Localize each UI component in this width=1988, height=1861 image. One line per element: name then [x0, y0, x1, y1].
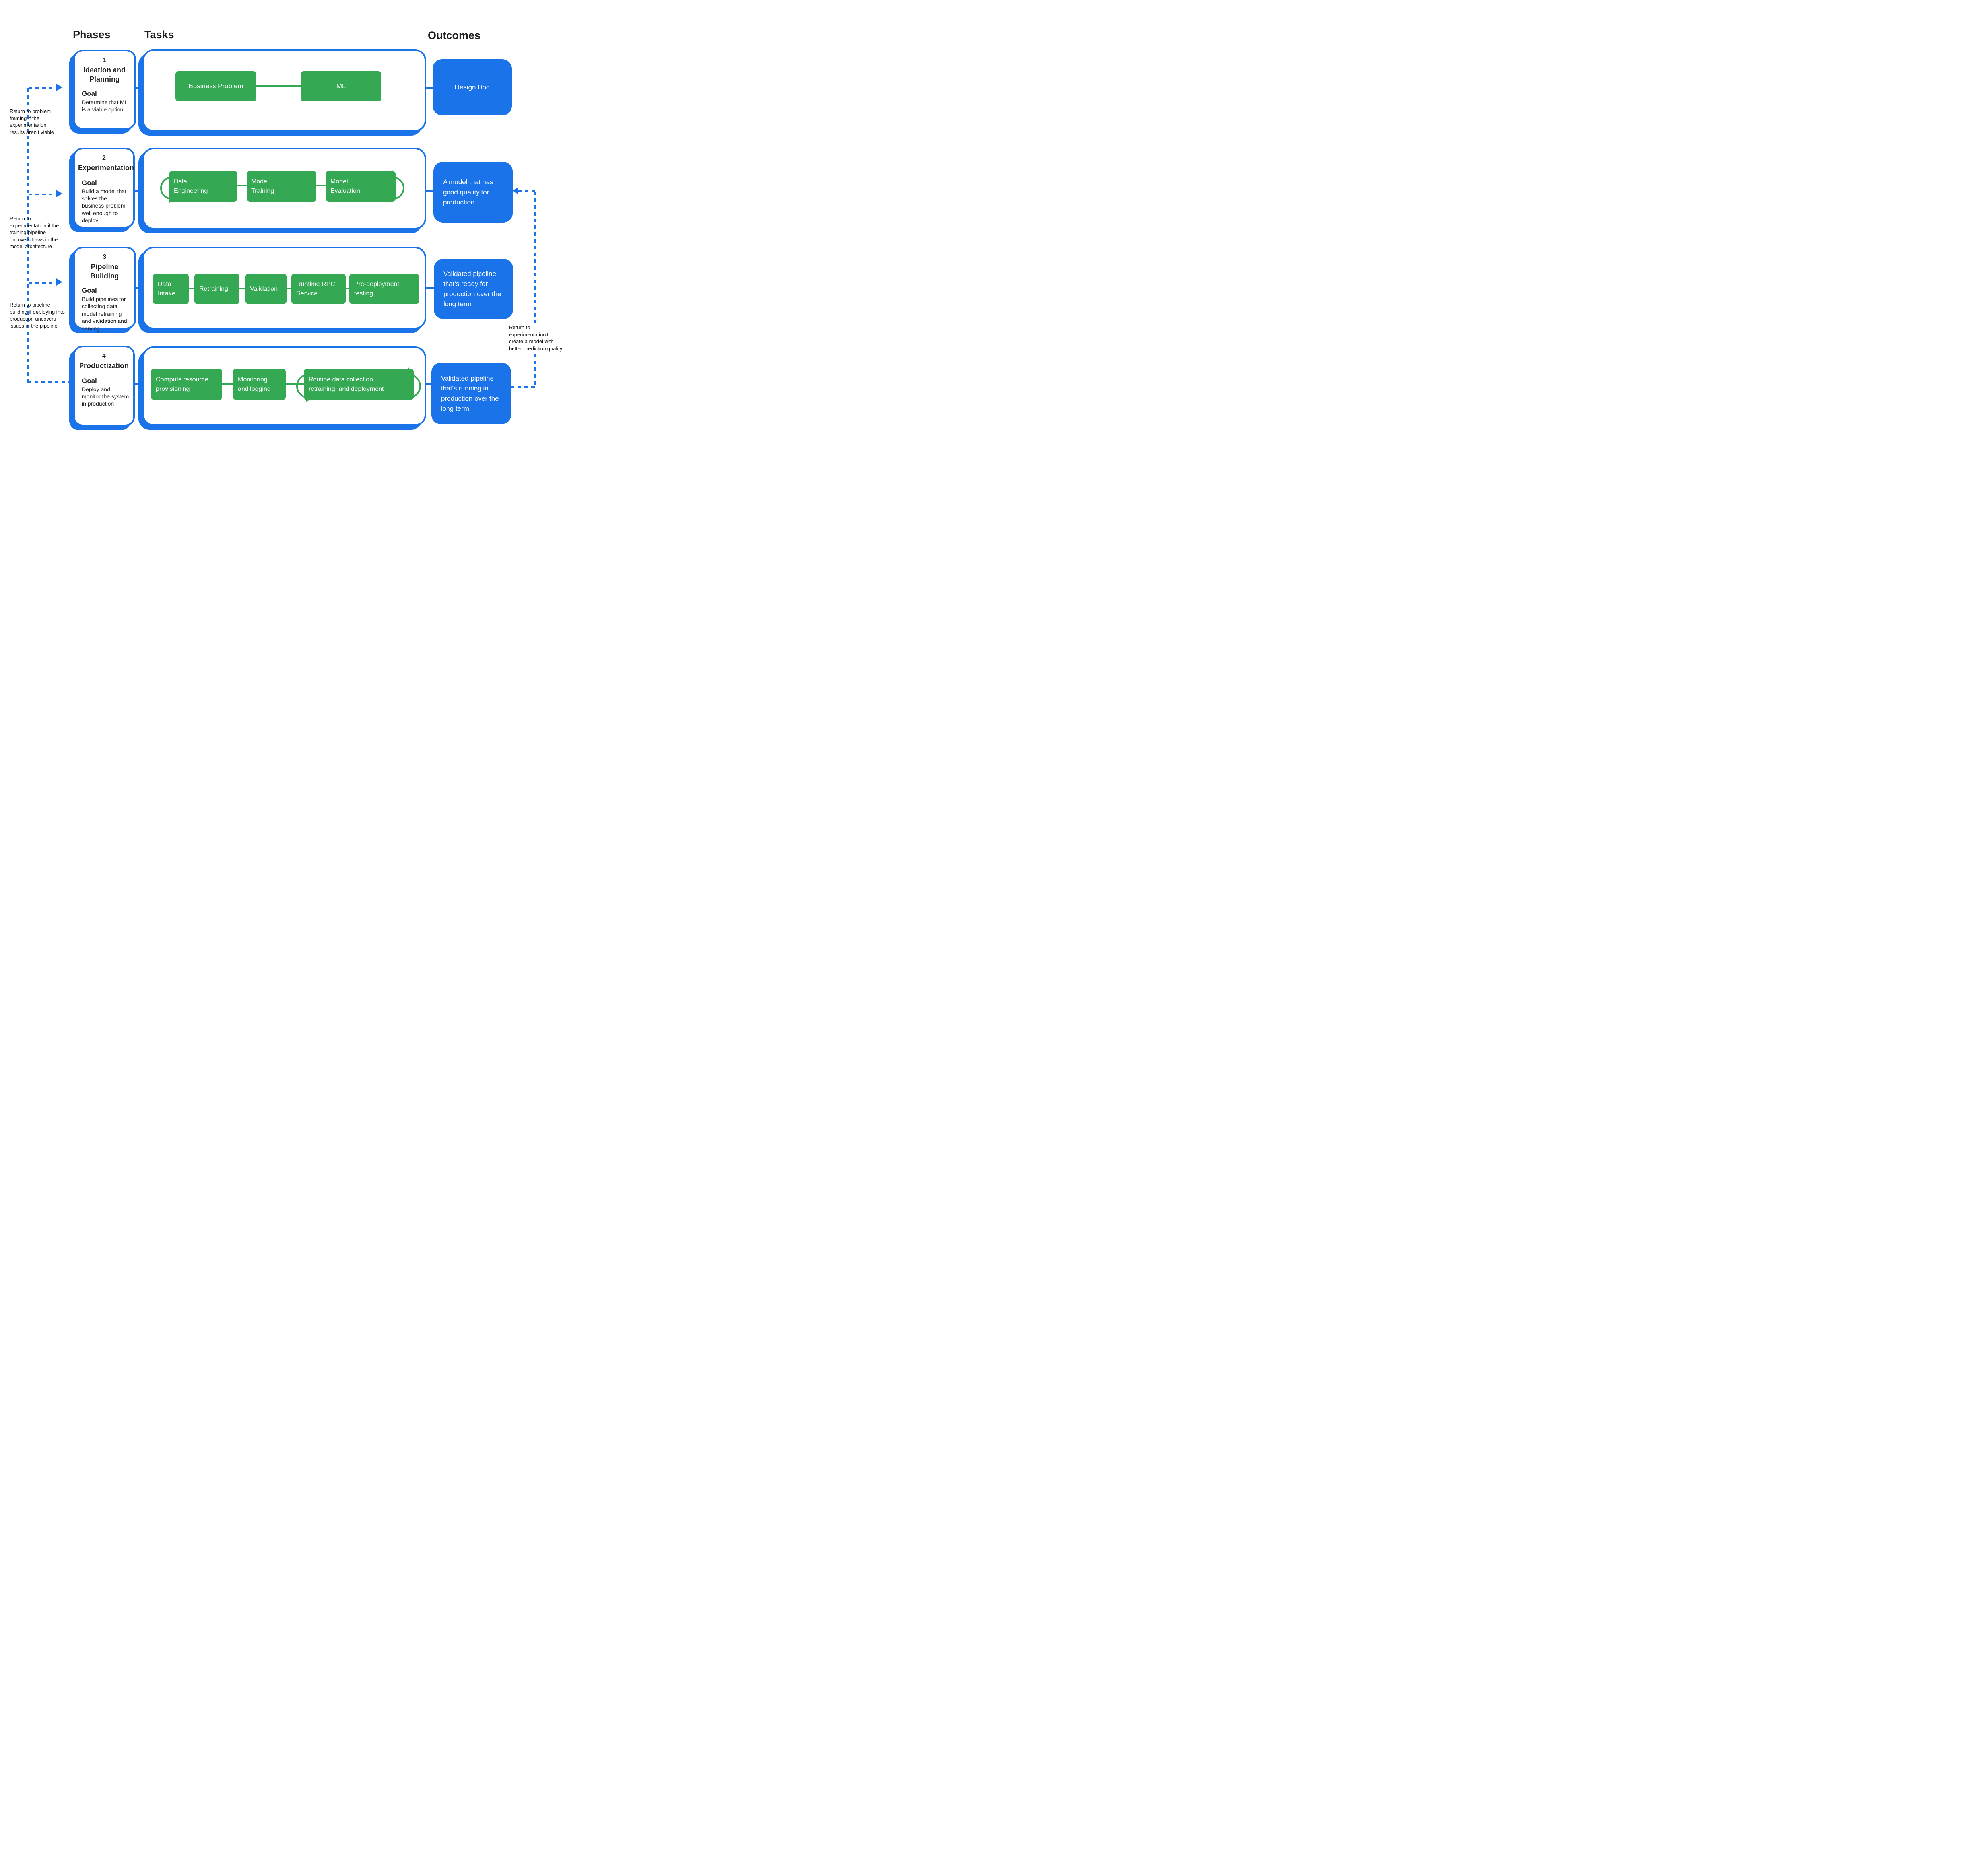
task-runtime-rpc-service: Runtime RPC Service [291, 274, 346, 304]
phase-box-pipeline-building: 3 Pipeline Building Goal Build pipelines… [73, 247, 136, 332]
task-monitoring-logging: Monitoring and logging [233, 369, 286, 400]
outcome-label: Validated pipeline that’s running in pro… [441, 374, 499, 413]
outcome-label: A model that has good quality for produc… [443, 178, 493, 206]
task-pre-deployment-testing: Pre-deployment testing [349, 274, 419, 304]
task-ml: ML [301, 71, 381, 101]
connector-data-eng-model-training [237, 185, 247, 186]
column-header-phases: Phases [73, 29, 111, 41]
task-label: Model Training [251, 178, 274, 194]
return-arrow-to-phase2 [56, 190, 62, 197]
return-arrow-to-phase1 [56, 84, 62, 91]
task-label: Pre-deployment testing [354, 281, 399, 297]
goal-label: Goal [82, 287, 97, 294]
column-header-tasks: Tasks [144, 29, 174, 41]
connector-tasks2-outcome [426, 190, 433, 192]
outcome-label: Design Doc [454, 83, 490, 91]
outcome-label: Validated pipeline that’s ready for prod… [443, 270, 501, 308]
return-line-to-outcome2 [518, 190, 536, 192]
goal-text: Deploy and monitor the system in product… [82, 386, 129, 407]
phase-number: 1 [103, 57, 107, 64]
connector-tasks3-outcome [426, 287, 434, 289]
connector-tasks4-outcome [426, 383, 431, 385]
note-return-problem-framing: Return to problem framing if the experim… [10, 108, 54, 135]
task-validation: Validation [245, 274, 287, 304]
phase-box-experimentation: 2 Experimentation Goal Build a model tha… [73, 148, 135, 228]
note-return-pipeline-building: Return to pipeline building if deploying… [10, 302, 65, 329]
return-line-to-phase1 [29, 87, 56, 89]
phase-number: 4 [102, 353, 106, 359]
return-arrow-to-outcome2 [513, 187, 518, 194]
phase-title: Ideation and Planning [83, 66, 126, 83]
connector-r3-4 [346, 288, 349, 289]
task-label: ML [336, 82, 346, 90]
task-label: Business Problem [188, 82, 243, 90]
task-label: Validation [250, 285, 278, 292]
task-compute-resource-provisioning: Compute resource provisioning [151, 369, 222, 400]
task-model-evaluation: Model Evaluation [326, 171, 396, 202]
task-model-training: Model Training [247, 171, 316, 202]
outcome-design-doc: Design Doc [433, 59, 512, 115]
note-return-experimentation-left: Return to experimentation if the trainin… [10, 216, 59, 250]
connector-r3-2 [239, 288, 245, 289]
connector-phase3-tasks [136, 287, 142, 289]
phase-number: 2 [102, 155, 106, 161]
return-line-to-phase3 [29, 282, 56, 284]
outcome-model-good-quality: A model that has good quality for produc… [433, 162, 513, 223]
outcome-validated-pipeline-ready: Validated pipeline that’s ready for prod… [434, 259, 513, 319]
task-routine-collection-retraining-deployment: Routine data collection, retraining, and… [304, 369, 414, 400]
phase-number: 3 [103, 254, 107, 260]
task-data-engineering: Data Engineering [169, 171, 237, 202]
task-label: Model Evaluation [330, 178, 360, 194]
connector-phase4-tasks [135, 383, 142, 385]
goal-label: Goal [82, 377, 97, 385]
task-label: Monitoring and logging [238, 376, 271, 392]
phase-title: Productization [79, 362, 129, 370]
goal-label: Goal [82, 90, 97, 97]
return-line-left-vertical [27, 88, 29, 383]
note-return-experimentation-right: Return to experimentation to create a mo… [509, 323, 563, 353]
task-label: Data Engineering [174, 178, 208, 194]
connector-tasks1-outcome [426, 87, 433, 89]
return-line-right-vertical [534, 192, 536, 388]
connector-phase2-tasks [135, 190, 142, 192]
phase-box-ideation-planning: 1 Ideation and Planning Goal Determine t… [73, 50, 136, 130]
connector-r3-3 [287, 288, 291, 289]
task-label: Data Intake [158, 281, 175, 297]
outcome-validated-pipeline-running: Validated pipeline that’s running in pro… [431, 363, 511, 424]
mlops-phases-diagram: Phases Tasks Outcomes 1 Ideation and Pla… [0, 0, 564, 465]
connector-business-problem-ml [256, 85, 301, 87]
goal-text: Determine that ML is a viable option [82, 99, 128, 113]
return-line-from-phase4 [28, 381, 70, 383]
task-label: Runtime RPC Service [296, 281, 335, 297]
column-header-outcomes: Outcomes [428, 29, 481, 41]
goal-text: Build a model that solves the business p… [82, 188, 127, 224]
phase-title: Pipeline Building [90, 263, 119, 280]
return-line-to-phase2 [29, 194, 56, 195]
connector-phase1-tasks [136, 87, 142, 89]
phase-title: Experimentation [78, 164, 134, 172]
task-label: Compute resource provisioning [156, 376, 208, 392]
connector-r4-1 [222, 383, 233, 385]
return-line-from-outcome4 [511, 386, 536, 388]
task-data-intake: Data Intake [153, 274, 189, 304]
goal-text: Build pipelines for collecting data, mod… [82, 296, 127, 332]
task-business-problem: Business Problem [175, 71, 256, 101]
return-arrow-to-phase3 [56, 278, 62, 286]
goal-label: Goal [82, 179, 97, 186]
connector-r3-1 [189, 288, 194, 289]
connector-model-training-evaluation [316, 185, 326, 186]
task-label: Routine data collection, retraining, and… [309, 376, 384, 392]
task-label: Retraining [199, 285, 228, 292]
phase-box-productization: 4 Productization Goal Deploy and monitor… [73, 346, 135, 426]
connector-r4-2 [286, 383, 304, 385]
task-retraining: Retraining [194, 274, 239, 304]
